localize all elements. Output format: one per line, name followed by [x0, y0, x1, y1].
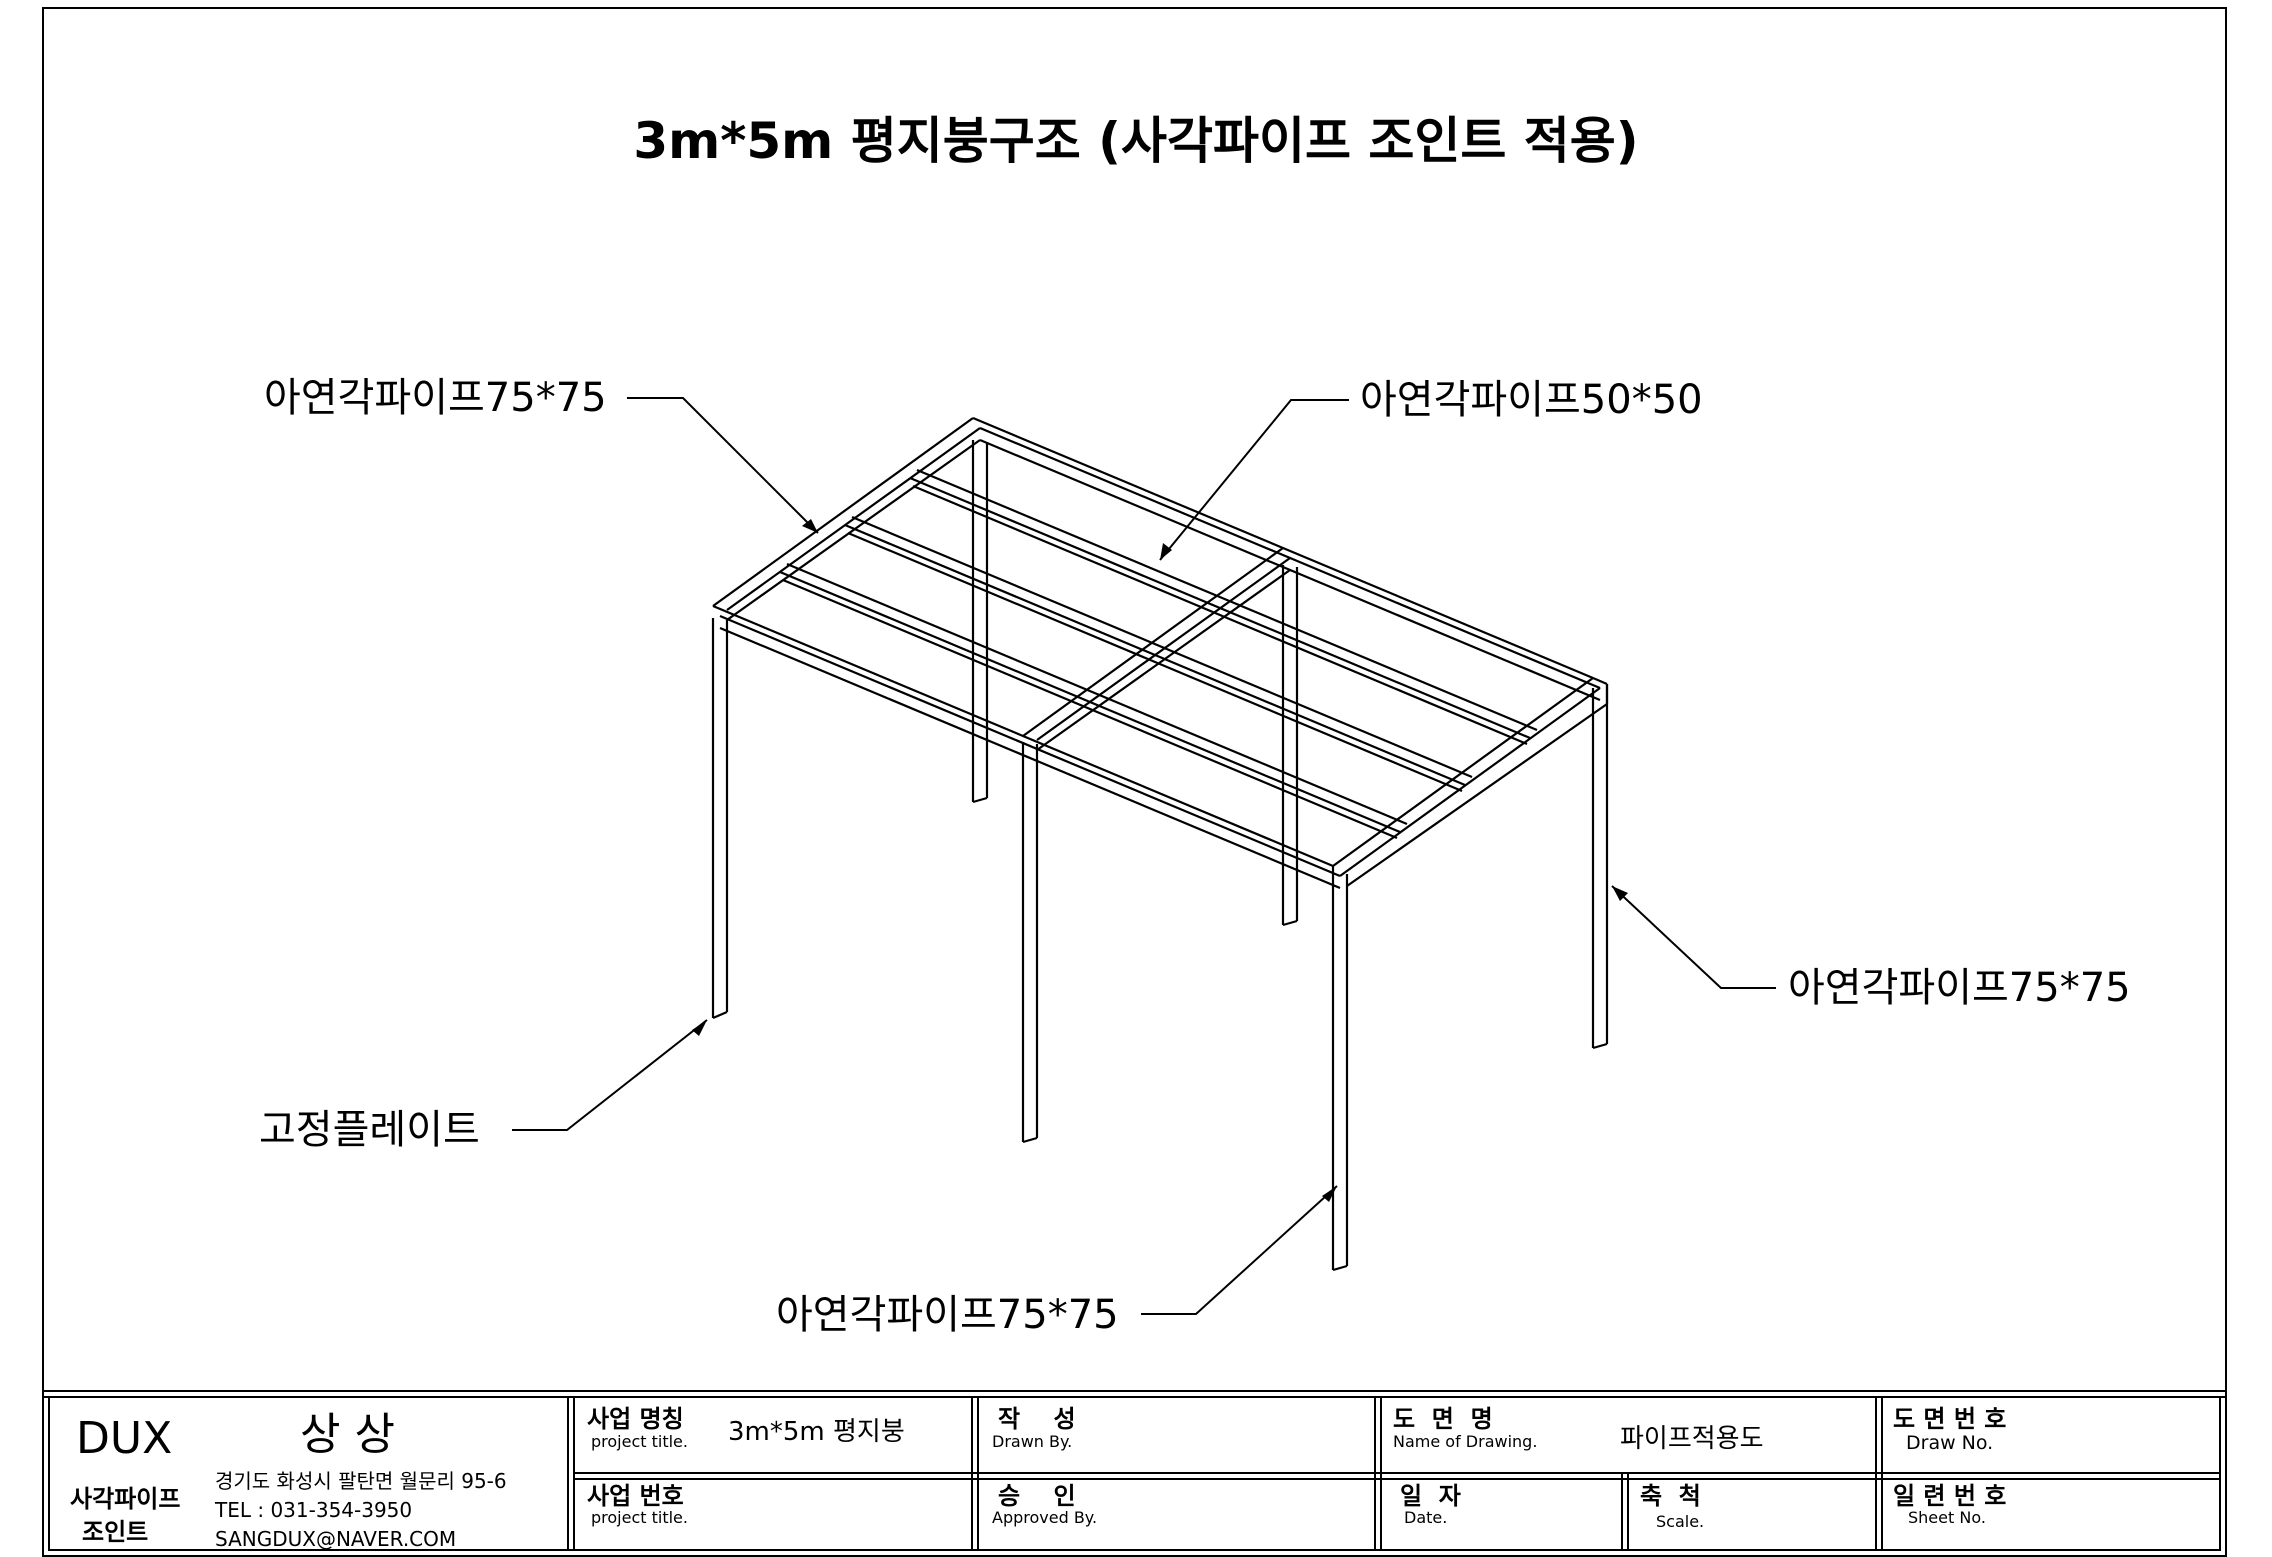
drawn-by-label: 작 성	[998, 1405, 1076, 1433]
project-name-label: 사업 명칭	[587, 1405, 684, 1433]
callout-right: 아연각파이프75*75	[1788, 965, 2131, 1011]
leader-right	[1611, 885, 1776, 989]
leader-bottom	[1141, 1185, 1338, 1315]
sheet-border	[42, 7, 2227, 1557]
roof-frame	[711, 416, 1609, 1272]
beam-middle-short	[1022, 547, 1291, 751]
leader-top-left	[627, 397, 819, 534]
leader-left	[512, 1019, 708, 1131]
purlin-2	[844, 515, 1473, 793]
post-back-right	[1591, 684, 1609, 1050]
post-front-left	[711, 618, 729, 1020]
date-sub: Date.	[1404, 1508, 1448, 1527]
purlin-1	[909, 468, 1538, 746]
company-email: SANGDUX@NAVER.COM	[215, 1527, 457, 1551]
beam-back-long	[972, 416, 1601, 702]
drawing-title: 3m*5m 평지붕구조 (사각파이프 조인트 적용)	[633, 112, 1639, 170]
post-front-middle	[1021, 742, 1039, 1144]
post-back-left	[971, 440, 989, 804]
beam-right-short	[1331, 676, 1609, 887]
approved-by-label: 승 인	[998, 1482, 1076, 1510]
company-tel: TEL : 031-354-3950	[215, 1498, 413, 1522]
callout-left: 고정플레이트	[259, 1107, 480, 1153]
project-number-sub: project title.	[591, 1508, 688, 1527]
purlin-3	[779, 562, 1408, 840]
drawing-name-sub: Name of Drawing.	[1393, 1432, 1538, 1451]
project-number-label: 사업 번호	[587, 1482, 684, 1510]
leader-arrowheads	[692, 519, 1628, 1202]
sheet-number-label: 일 련 번 호	[1893, 1482, 2007, 1510]
drawn-by-sub: Drawn By.	[992, 1432, 1073, 1451]
post-back-middle	[1281, 565, 1299, 927]
title-block-grid	[43, 1390, 2226, 1551]
drawing-number-sub: Draw No.	[1906, 1432, 1994, 1454]
company-name: 상 상	[300, 1409, 395, 1460]
project-name-value: 3m*5m 평지붕	[728, 1417, 905, 1447]
callout-top-right: 아연각파이프50*50	[1360, 377, 1703, 423]
post-front-right	[1331, 874, 1349, 1272]
approved-by-sub: Approved By.	[992, 1508, 1098, 1527]
leader-lines	[512, 397, 1776, 1315]
drawing-name-label: 도 면 명	[1393, 1405, 1493, 1433]
company-brand: DUX	[76, 1413, 173, 1464]
callout-top-left: 아연각파이프75*75	[264, 375, 607, 421]
scale-label: 축 척	[1640, 1482, 1701, 1510]
drawing-name-value: 파이프적용도	[1620, 1424, 1764, 1454]
leader-top-right	[1159, 399, 1349, 561]
beam-front-long	[712, 604, 1341, 890]
scale-sub: Scale.	[1656, 1512, 1705, 1531]
drawing-number-label: 도 면 번 호	[1893, 1405, 2007, 1433]
callout-bottom: 아연각파이프75*75	[776, 1292, 1119, 1338]
product-line-1: 사각파이프	[70, 1485, 181, 1513]
company-address: 경기도 화성시 팔탄면 월문리 95-6	[215, 1469, 507, 1493]
beam-left-short	[712, 417, 981, 621]
product-line-2: 조인트	[82, 1518, 149, 1546]
sheet-number-sub: Sheet No.	[1908, 1508, 1986, 1527]
project-name-sub: project title.	[591, 1432, 688, 1451]
date-label: 일 자	[1400, 1482, 1461, 1510]
